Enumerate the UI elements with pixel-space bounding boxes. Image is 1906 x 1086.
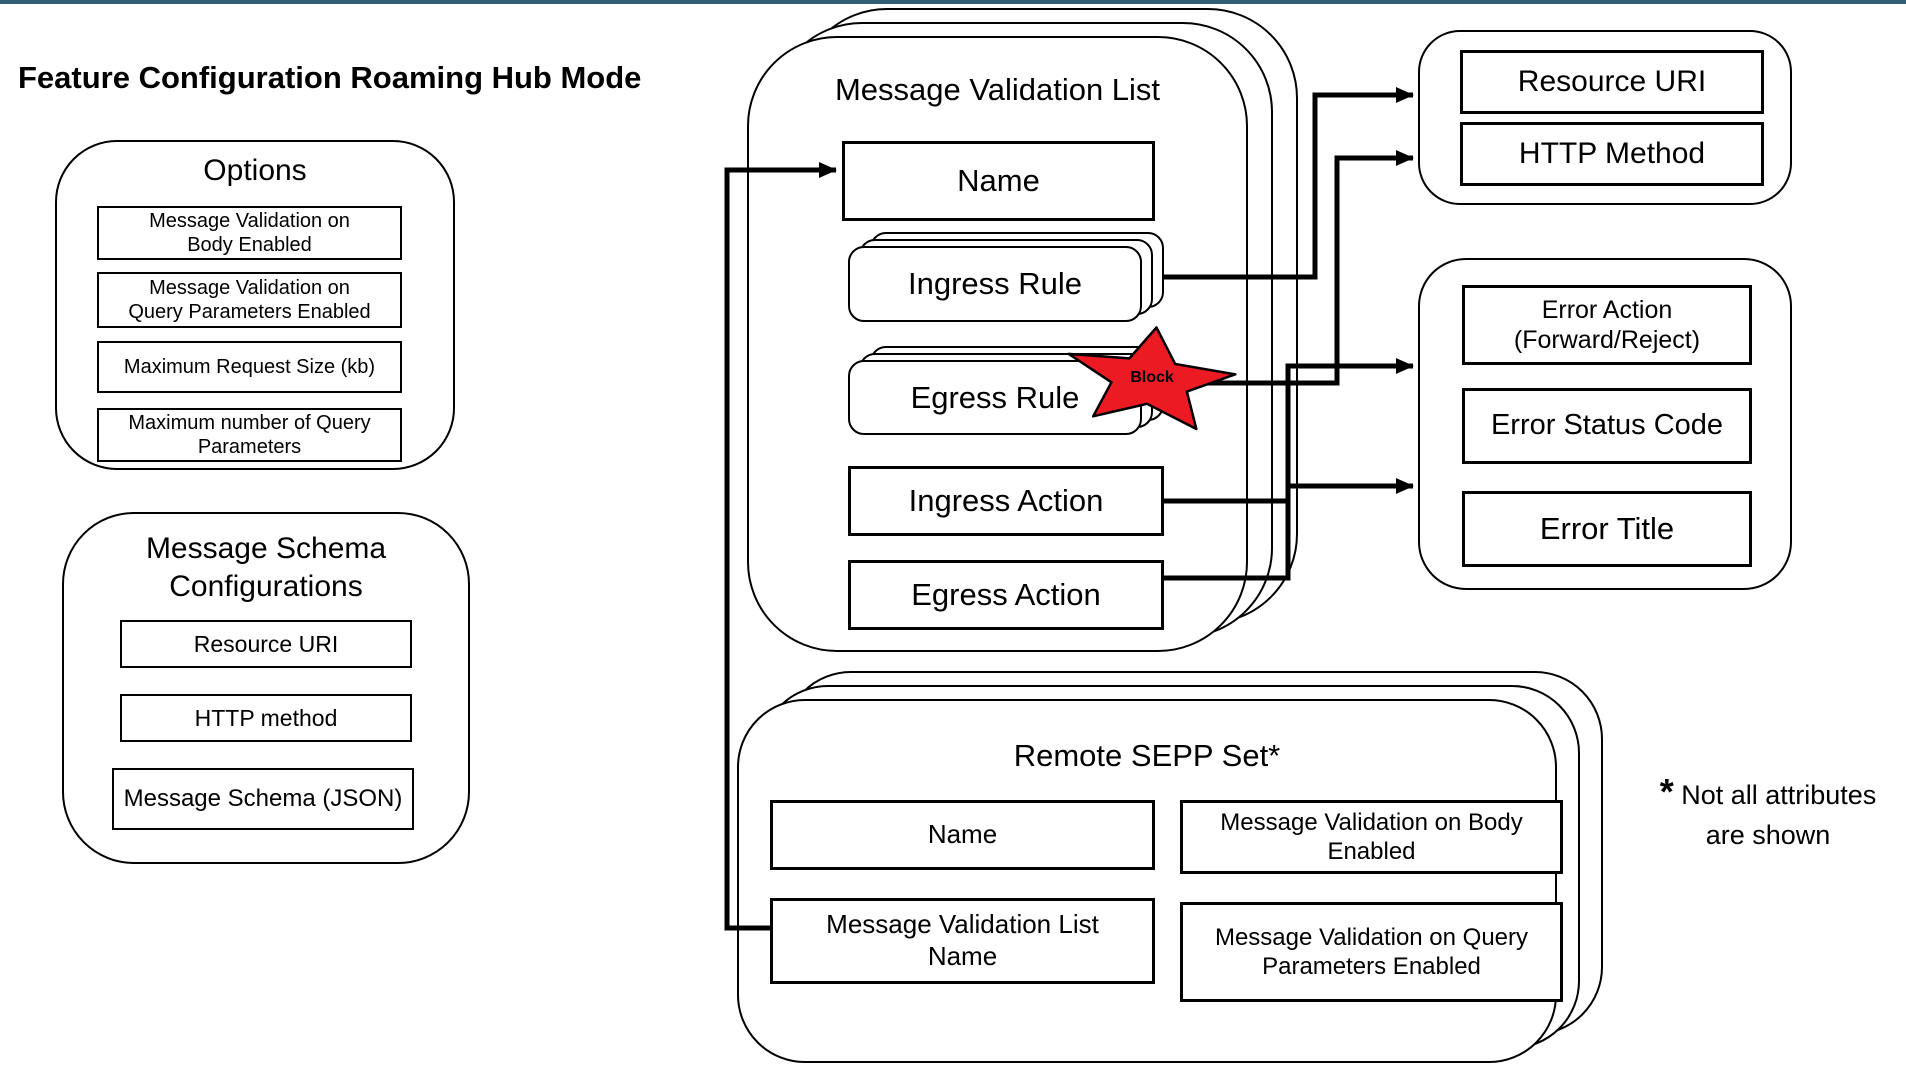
asterisk-icon: * [1659,771,1674,812]
remote-sepp-title: Remote SEPP Set* [1013,738,1281,773]
ingress-rule-box: Ingress Rule [848,246,1142,322]
options-panel-title: Options [203,154,307,187]
error-panel: Error Action (Forward/Reject) Error Stat… [1418,258,1792,590]
validation-list-title: Message Validation List [834,72,1161,107]
top-accent-bar [0,0,1906,4]
resource-uri-box: Resource URI [1460,50,1764,114]
validation-name-box: Name [842,141,1155,221]
option-item-query-validation: Message Validation on Query Parameters E… [97,272,402,328]
schema-panel-title: Message Schema Configurations [145,532,387,603]
sepp-mv-body-box: Message Validation on Body Enabled [1180,800,1563,874]
schema-item-message-schema-json: Message Schema (JSON) [112,768,414,830]
egress-action-box: Egress Action [848,560,1164,630]
http-method-box: HTTP Method [1460,122,1764,186]
option-item-max-request-size: Maximum Request Size (kb) [97,341,402,393]
ingress-action-box: Ingress Action [848,466,1164,536]
remote-sepp-card [737,699,1557,1063]
egress-rule-box: Egress Rule [848,360,1142,435]
sepp-name-box: Name [770,800,1155,870]
footnote-line1: * Not all attributes [1659,771,1877,812]
schema-panel: Message Schema Configurations Resource U… [62,512,470,864]
error-status-code-box: Error Status Code [1462,388,1752,464]
footnote: * Not all attributes are shown [1630,768,1906,853]
option-item-max-query-params: Maximum number of Query Parameters [97,408,402,462]
schema-item-resource-uri: Resource URI [120,620,412,668]
error-title-box: Error Title [1462,491,1752,567]
footnote-line2: are shown [1705,819,1831,850]
options-panel: Options Message Validation on Body Enabl… [55,140,455,470]
request-attributes-panel: Resource URI HTTP Method [1418,30,1792,205]
sepp-mvl-name-box: Message Validation List Name [770,898,1155,984]
sepp-mv-query-box: Message Validation on Query Parameters E… [1180,902,1563,1002]
option-item-body-validation: Message Validation on Body Enabled [97,206,402,260]
schema-item-http-method: HTTP method [120,694,412,742]
error-action-box: Error Action (Forward/Reject) [1462,285,1752,365]
page-title: Feature Configuration Roaming Hub Mode [18,60,642,95]
